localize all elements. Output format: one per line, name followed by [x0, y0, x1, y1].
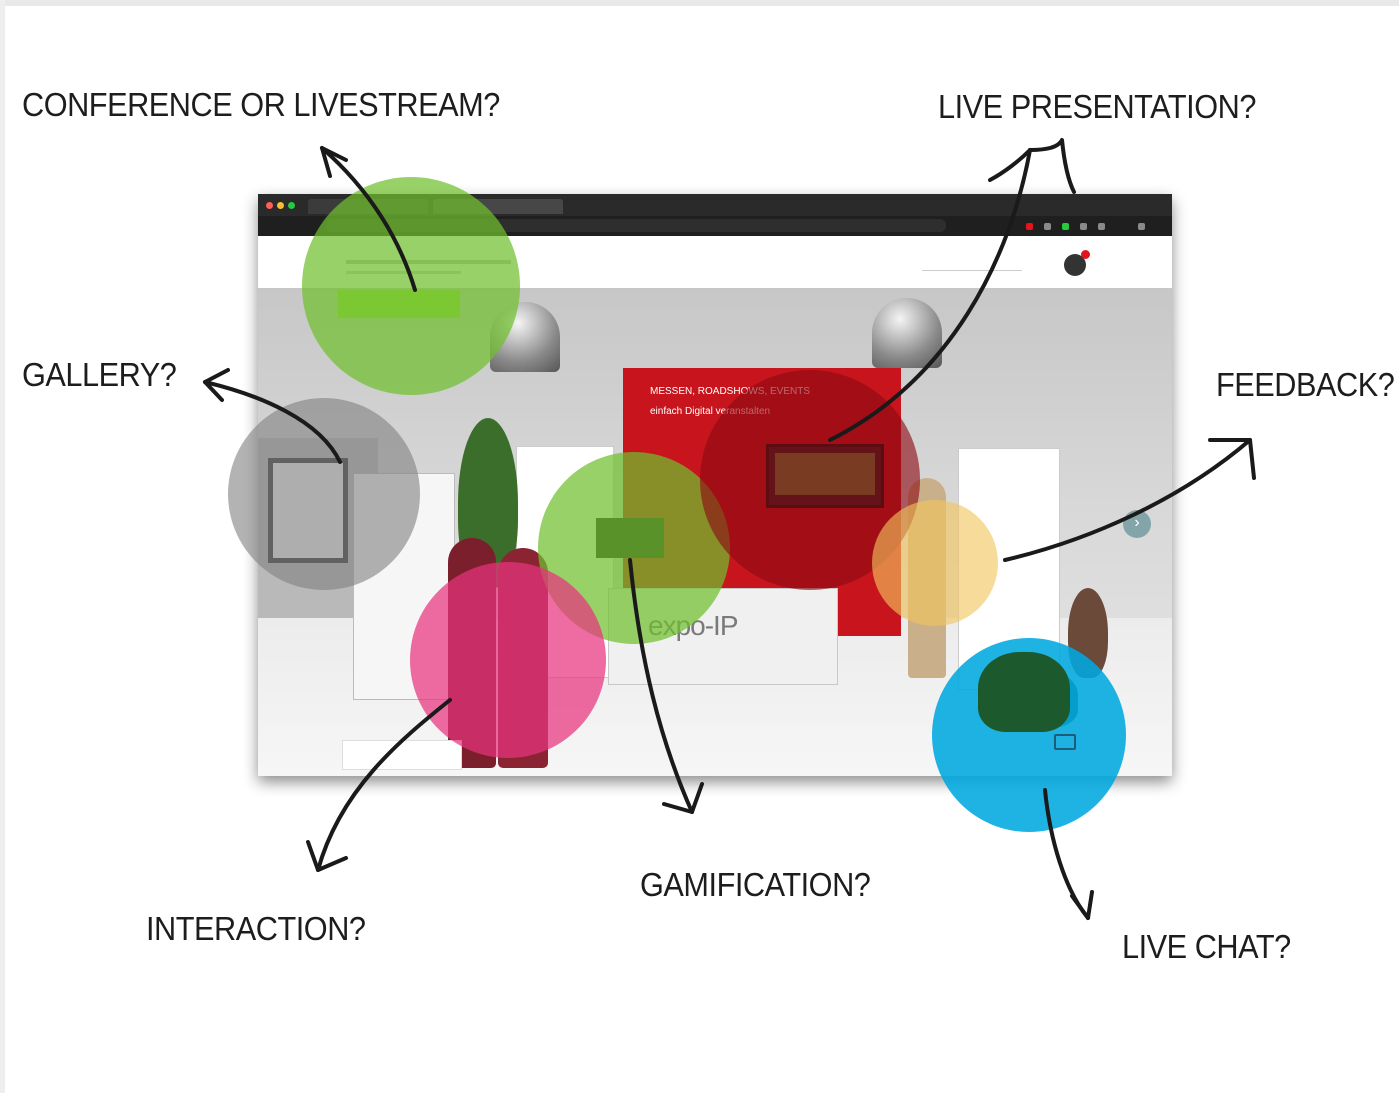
live-chat-arrowhead-icon [1070, 890, 1094, 920]
chat-envelope-icon [1054, 734, 1076, 750]
search-field [922, 256, 1022, 271]
live-presentation-arrowhead-icon [988, 148, 1032, 182]
close-window-dot-icon [266, 202, 273, 209]
conference-button-shape [338, 290, 460, 318]
extension-icon [1138, 223, 1145, 230]
booth-subline: einfach Digital veranstalten [650, 406, 771, 417]
feedback-label: FEEDBACK? [1216, 366, 1395, 403]
conference-label: CONFERENCE OR LIVESTREAM? [22, 86, 500, 123]
interaction-label: INTERACTION? [146, 910, 366, 947]
interaction-arrowhead-icon [306, 840, 348, 872]
feedback-arrowhead-icon [1208, 438, 1256, 480]
next-arrow-icon: › [1123, 510, 1151, 538]
image-frame-left [0, 0, 5, 1093]
conference-arrowhead-icon [320, 146, 348, 178]
extension-icon [1062, 223, 1069, 230]
feedback-hotspot [872, 500, 998, 626]
extension-icon [1098, 223, 1105, 230]
live-presentation-arrowhead-icon [1028, 138, 1076, 194]
gamification-arrowhead-icon [662, 782, 704, 814]
live-chat-label: LIVE CHAT? [1122, 928, 1291, 965]
extension-icon [1044, 223, 1051, 230]
beanbag-seat [978, 652, 1070, 732]
gallery-hotspot [228, 398, 420, 590]
extension-icon [1080, 223, 1087, 230]
gamification-label: GAMIFICATION? [640, 866, 871, 903]
expand-content-bar [342, 740, 462, 770]
interaction-hotspot [410, 562, 606, 758]
conference-hotspot [302, 177, 520, 395]
gallery-label: GALLERY? [22, 356, 177, 393]
minimize-window-dot-icon [277, 202, 284, 209]
maximize-window-dot-icon [288, 202, 295, 209]
notification-badge-icon [1081, 250, 1090, 259]
user-avatar-icon [1064, 254, 1086, 276]
live-presentation-label: LIVE PRESENTATION? [938, 88, 1256, 125]
booth-headline: MESSEN, ROADSHOWS, EVENTS [650, 386, 811, 397]
pendant-lamp-icon [872, 298, 942, 368]
image-frame-top [0, 0, 1399, 6]
extension-icon [1026, 223, 1033, 230]
gallery-arrowhead-icon [203, 368, 230, 402]
